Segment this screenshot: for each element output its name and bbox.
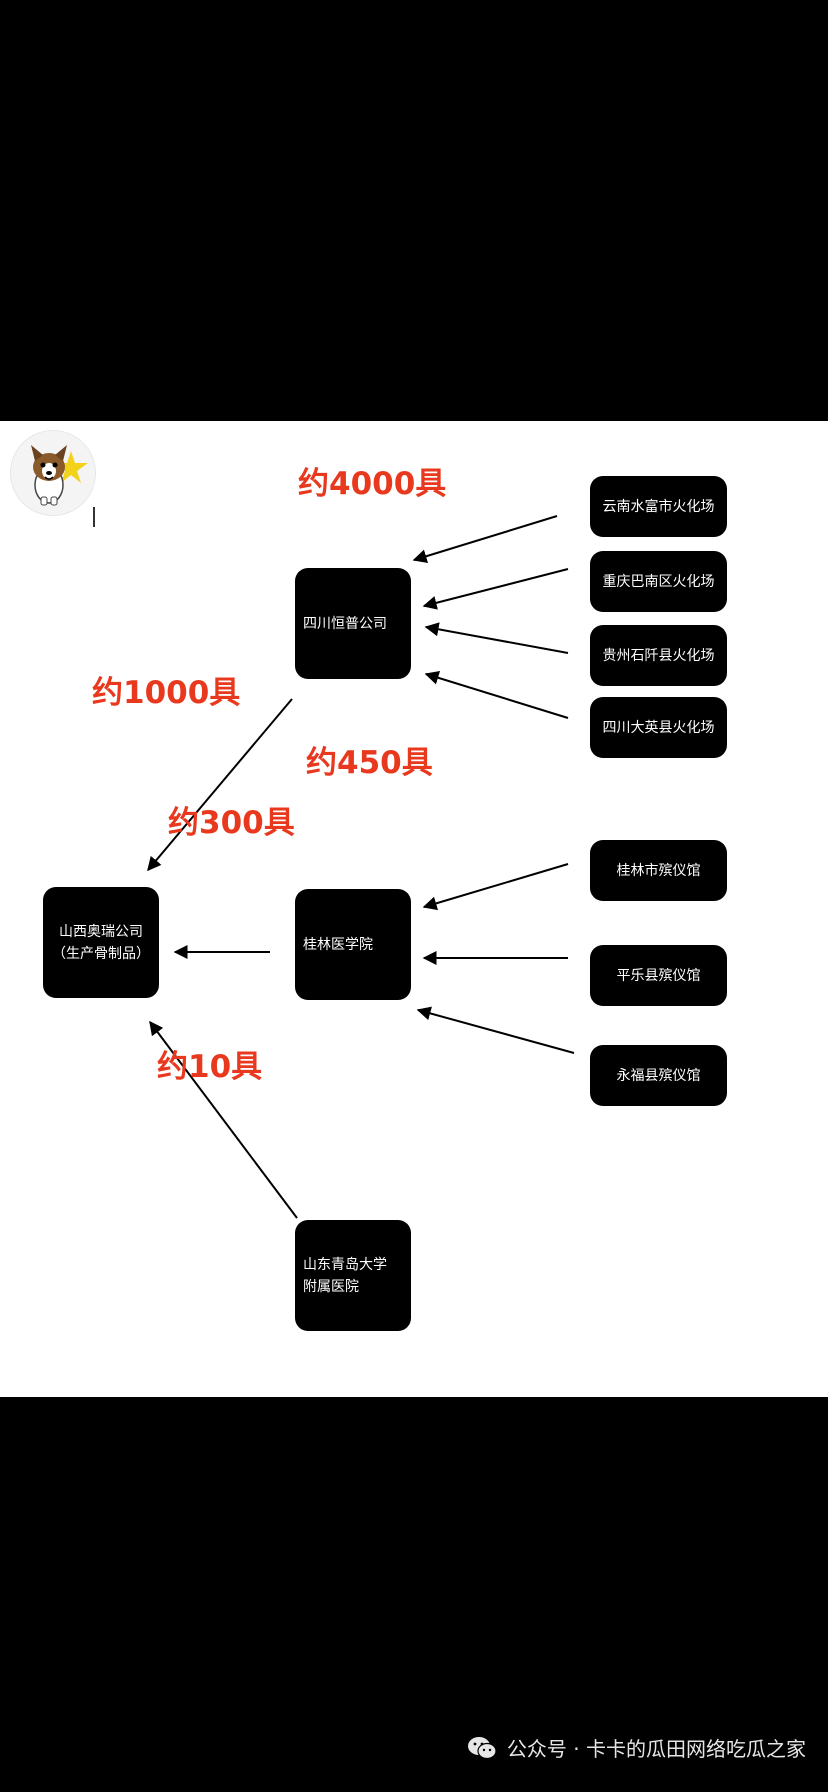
wechat-icon xyxy=(467,1736,497,1759)
node-guilin-medical: 桂林医学院 xyxy=(295,889,411,1000)
node-sichuan-hengpu: 四川恒普公司 xyxy=(295,568,411,679)
node-yunnan-shuifu: 云南水富市火化场 xyxy=(590,476,727,537)
diagram-panel: 约4000具 约1000具 约450具 约300具 约10具 四川恒普公司 云南… xyxy=(0,421,828,1397)
footer-text: 公众号 · 卡卡的瓜田网络吃瓜之家 xyxy=(506,1737,806,1761)
dog-avatar-icon xyxy=(11,431,95,515)
arrow-guizhou-to-hengpu xyxy=(424,622,569,654)
arrows-layer xyxy=(147,515,575,1219)
arrow-shandong-to-aorui xyxy=(149,1020,298,1219)
label-450: 约450具 xyxy=(306,745,433,781)
footer-watermark: 公众号 · 卡卡的瓜田网络吃瓜之家 xyxy=(467,1733,806,1762)
avatar[interactable] xyxy=(11,431,95,515)
node-guilin-funeral: 桂林市殡仪馆 xyxy=(590,840,727,901)
node-pingle-funeral: 平乐县殡仪馆 xyxy=(590,945,727,1006)
label-4000: 约4000具 xyxy=(298,466,447,502)
node-yongfu-funeral: 永福县殡仪馆 xyxy=(590,1045,727,1106)
node-chongqing-banan: 重庆巴南区火化场 xyxy=(590,551,727,612)
arrow-chongqing-to-hengpu xyxy=(422,568,569,610)
label-300: 约300具 xyxy=(168,805,295,841)
node-sichuan-daying: 四川大英县火化场 xyxy=(590,697,727,758)
node-guizhou-shiqian: 贵州石阡县火化场 xyxy=(590,625,727,686)
arrow-daying-to-hengpu xyxy=(424,671,569,719)
label-1000: 约1000具 xyxy=(92,675,241,711)
node-shanxi-aorui: 山西奥瑞公司 （生产骨制品） xyxy=(43,887,159,998)
arrow-hengpu-to-aorui xyxy=(147,698,293,872)
label-10: 约10具 xyxy=(157,1049,263,1085)
node-shandong-qingdao: 山东青岛大学 附属医院 xyxy=(295,1220,411,1331)
arrow-yunnan-to-hengpu xyxy=(412,515,558,563)
text-cursor xyxy=(93,507,95,527)
arrow-guilin-funeral-to-medical xyxy=(422,863,569,911)
arrow-yongfu-to-medical xyxy=(416,1006,575,1054)
